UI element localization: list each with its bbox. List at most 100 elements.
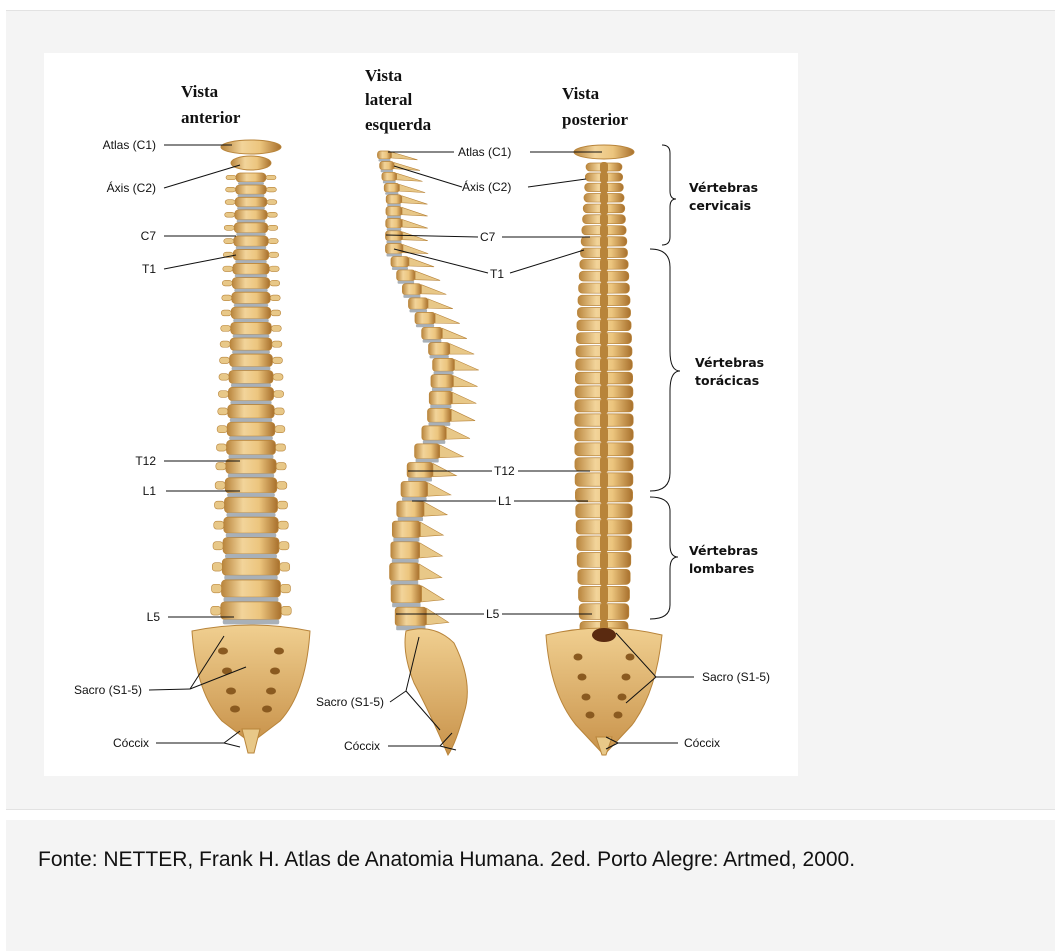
anterior-process: [278, 521, 288, 529]
anterior-foramen: [266, 688, 276, 695]
posterior-spinous-process: [600, 172, 608, 183]
anterior-disc: [228, 474, 274, 478]
lateral-disc: [423, 339, 442, 342]
label-coccix: Cóccix: [113, 736, 149, 750]
anterior-vertebra: [227, 422, 275, 436]
anterior-foramen: [274, 648, 284, 655]
lateral-vertebra: [402, 284, 421, 295]
lateral-spinous-process: [402, 207, 428, 216]
lateral-vertebra: [391, 542, 420, 559]
anterior-process: [281, 606, 291, 615]
lateral-vertebra: [397, 501, 424, 517]
lateral-disc: [386, 241, 401, 244]
view-title-lateral: Vista lateral esquerda: [365, 66, 432, 134]
anterior-disc: [225, 554, 277, 559]
lateral-disc: [383, 181, 396, 184]
lateral-spinous-process: [420, 522, 443, 537]
posterior-foramen: [586, 712, 595, 719]
lateral-spinous-process: [442, 328, 467, 338]
lateral-vertebra: [392, 521, 420, 538]
lateral-disc: [416, 324, 434, 327]
lateral-vertebra: [395, 607, 426, 626]
anterior-process: [221, 310, 231, 316]
lateral-vertebra: [429, 391, 452, 405]
posterior-spinous-process: [600, 487, 608, 504]
region-lumbar: Vértebras lombares: [689, 543, 762, 576]
anterior-vertebra: [224, 517, 278, 533]
anterior-process: [271, 325, 281, 331]
anterior-process: [278, 501, 288, 509]
label-c7: C7: [141, 229, 157, 243]
lateral-vertebra: [431, 375, 453, 388]
anterior-process: [275, 426, 285, 433]
lateral-disc: [398, 281, 415, 284]
anterior-process: [266, 175, 276, 180]
posterior-spinous-process: [600, 270, 608, 283]
lateral-disc: [423, 440, 445, 444]
posterior-spinous-process: [600, 247, 608, 259]
posterior-spinous-process: [600, 193, 608, 205]
lateral-disc: [387, 204, 401, 207]
lateral-disc: [392, 559, 419, 563]
anterior-process: [267, 200, 277, 205]
lateral-vertebra: [408, 298, 428, 309]
posterior-foramen: [582, 694, 591, 701]
lateral-vertebra: [407, 462, 433, 477]
anterior-vertebra: [231, 322, 272, 334]
posterior-spinous-process: [600, 332, 608, 346]
lateral-disc: [378, 159, 390, 162]
anterior-process: [274, 408, 284, 415]
anterior-disc: [237, 207, 265, 210]
brace-lumbar: [650, 497, 678, 619]
anterior-process: [217, 426, 227, 433]
anterior-process: [226, 187, 236, 192]
lateral-vertebra: [429, 343, 450, 355]
anterior-disc: [224, 575, 277, 580]
label-l5: L5: [147, 610, 161, 624]
region-thoracic: Vértebras torácicas: [695, 355, 768, 388]
region-braces: Vértebras cervicais Vértebras torácicas …: [650, 145, 768, 619]
lateral-spinous-process: [399, 184, 425, 192]
lateral-vertebra: [384, 183, 399, 192]
posterior-spinous-process: [600, 427, 608, 443]
anterior-disc: [230, 418, 272, 422]
anterior-process: [222, 295, 232, 301]
anterior-vertebra: [234, 223, 268, 233]
posterior-spinous-process: [600, 162, 608, 173]
anterior-process: [212, 563, 222, 571]
lateral-disc: [409, 309, 427, 312]
posterior-spinous-process: [600, 535, 608, 552]
lateral-vertebra: [386, 206, 402, 215]
lateral-disc: [402, 497, 427, 501]
lateral-disc: [392, 267, 408, 270]
lateral-spinous-process: [402, 196, 428, 204]
anterior-disc: [223, 619, 279, 624]
lateral-spinous-process: [451, 409, 475, 421]
brace-thoracic: [650, 249, 680, 491]
lateral-vertebra: [433, 358, 455, 371]
posterior-spinous-process: [600, 457, 608, 473]
posterior-foramen: [626, 654, 635, 661]
anterior-vertebra: [228, 387, 273, 400]
anterior-vertebra: [235, 210, 268, 220]
anterior-spine: [192, 140, 310, 753]
anterior-foramen: [230, 706, 240, 713]
lateral-vertebra: [386, 218, 403, 228]
lateral-spinous-process: [454, 359, 478, 370]
posterior-spinous-process: [600, 519, 608, 536]
lateral-spinous-process: [428, 482, 451, 496]
spine-diagram: Vista anterior Vista lateral esquerda Vi…: [44, 53, 798, 776]
posterior-spinous-process: [600, 371, 608, 386]
anterior-disc: [232, 367, 271, 371]
lateral-disc: [392, 603, 420, 607]
lateral-spinous-process: [435, 313, 460, 323]
posterior-spinous-process: [600, 568, 608, 586]
lateral-disc: [403, 295, 420, 298]
posterior-spinous-process: [600, 472, 608, 488]
lateral-disc: [432, 388, 452, 391]
anterior-foramen: [218, 648, 228, 655]
anterior-process: [214, 521, 224, 529]
posterior-foramen: [622, 674, 631, 681]
anterior-process: [224, 225, 234, 230]
anterior-process: [268, 225, 278, 230]
